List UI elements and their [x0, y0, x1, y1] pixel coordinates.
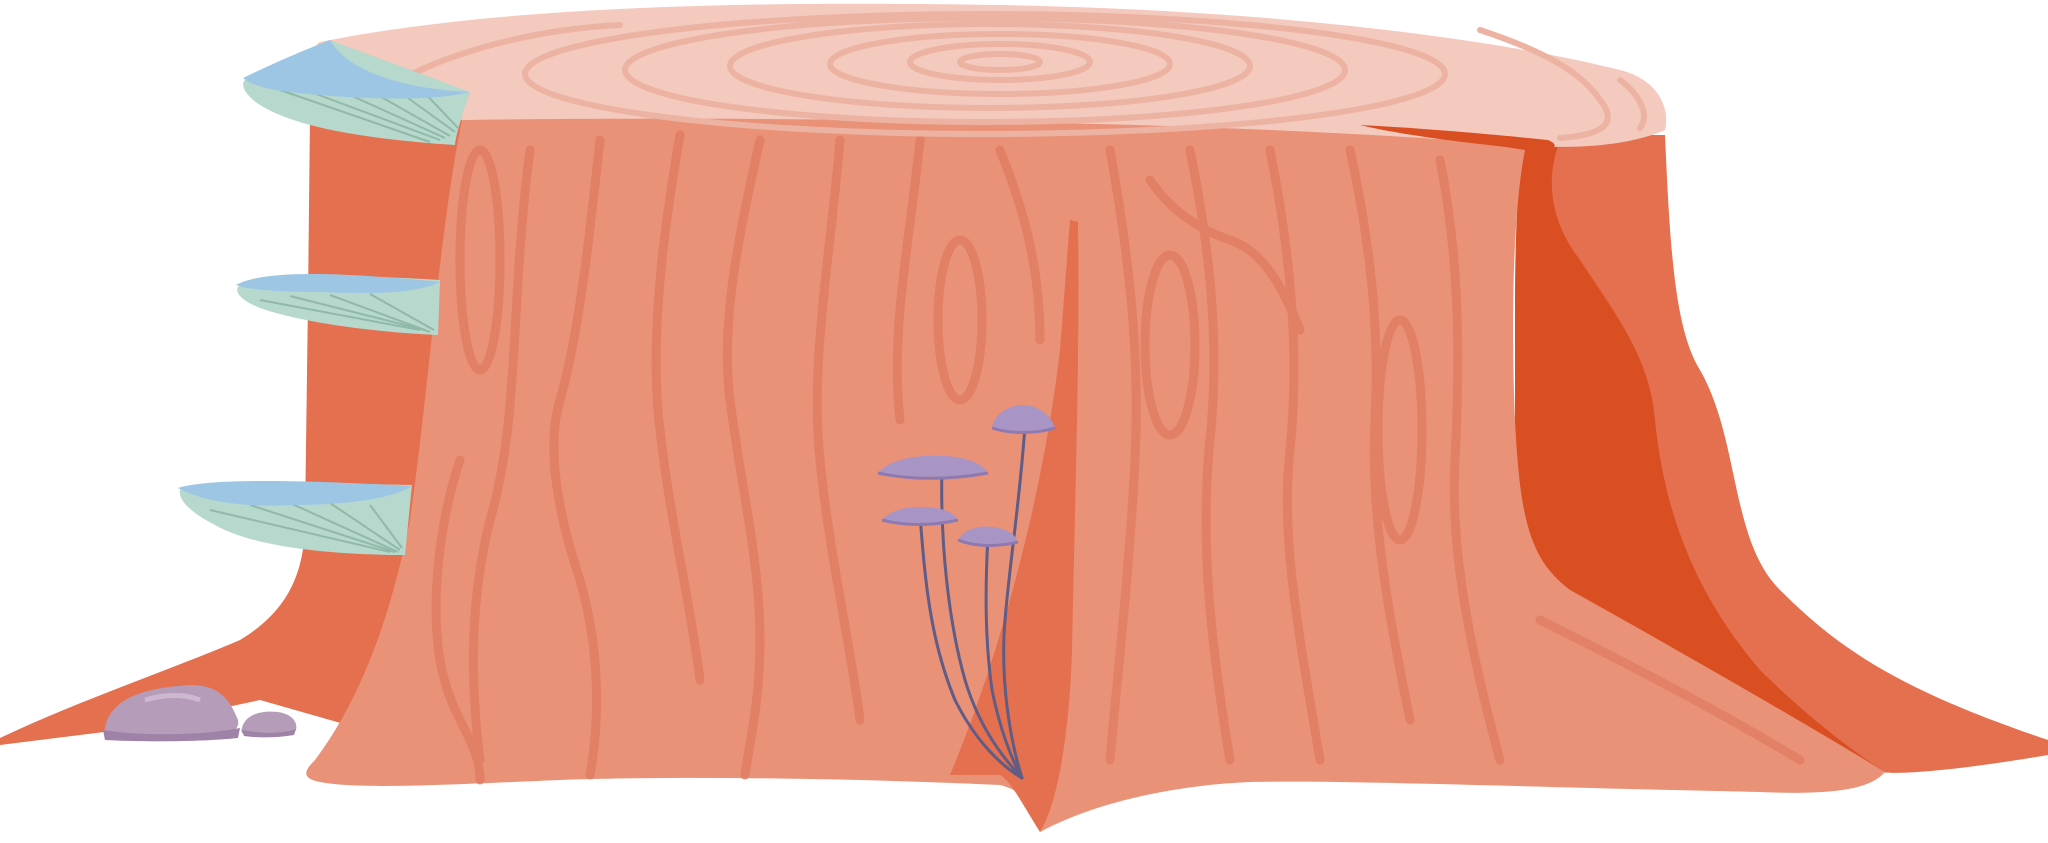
shelf-fungus-top — [243, 40, 470, 145]
stone-large — [103, 685, 240, 742]
stump-top-slit — [1360, 125, 1555, 150]
mushroom-cap-top-right — [991, 405, 1056, 434]
mushroom-cap-bottom-left — [881, 506, 959, 526]
mushroom-cap-bottom-right — [957, 526, 1019, 547]
wood-grain — [431, 130, 1805, 785]
stump-center-wedge — [950, 220, 1079, 832]
stump-crevice-right — [1360, 128, 1885, 772]
stump-back-left — [0, 110, 480, 760]
wood-rings — [367, 11, 1647, 141]
mushroom-cap-top-left — [877, 455, 989, 480]
stone-small — [241, 711, 297, 738]
shelf-fungus-bottom — [178, 481, 412, 555]
shelf-fungus-middle — [236, 274, 440, 335]
stump-front-face — [306, 105, 1885, 832]
purple-mushrooms — [877, 405, 1056, 780]
